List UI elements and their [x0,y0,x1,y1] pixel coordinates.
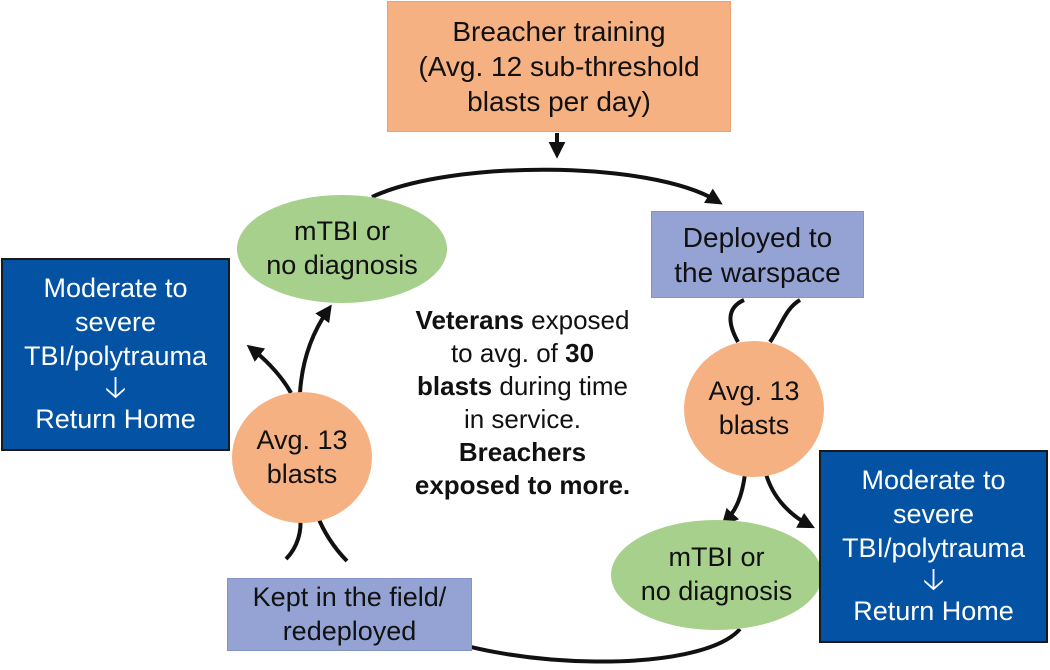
arrow-to-severe-right [764,473,815,529]
mtbi-top-ellipse: mTBI or no diagnosis [237,195,447,303]
arrow-top-arc [371,167,723,205]
breacher-training-box: Breacher training (Avg. 12 sub-threshold… [387,1,731,132]
mtbi-bottom-ellipse: mTBI or no diagnosis [611,520,822,630]
deployed-box: Deployed to the warspace [651,211,864,298]
arrow-to-severe-left [246,344,293,394]
severe-left-box: Moderate to severe TBI/polytrauma 🡣 Retu… [1,258,230,451]
severe-right-box: Moderate to severe TBI/polytrauma 🡣 Retu… [819,450,1048,643]
arrow-to-mtbi-top [298,304,332,394]
arrow-kept-right-curve [316,516,349,563]
arrow-to-mtbi-bottom [721,473,747,526]
arrow-deployed-left-curve [728,298,745,343]
kept-in-field-box: Kept in the field/ redeployed [227,578,472,651]
center-summary-text: Veterans exposed to avg. of 30 blasts du… [414,305,631,501]
arrow-deployed-right-curve [768,298,802,344]
avg-blasts-right-ellipse: Avg. 13 blasts [684,341,824,477]
down-arrow-icon: 🡣 [104,371,127,405]
avg-blasts-left-ellipse: Avg. 13 blasts [232,392,372,523]
arrow-kept-left-curve [284,516,303,561]
down-arrow-icon: 🡣 [922,563,945,597]
